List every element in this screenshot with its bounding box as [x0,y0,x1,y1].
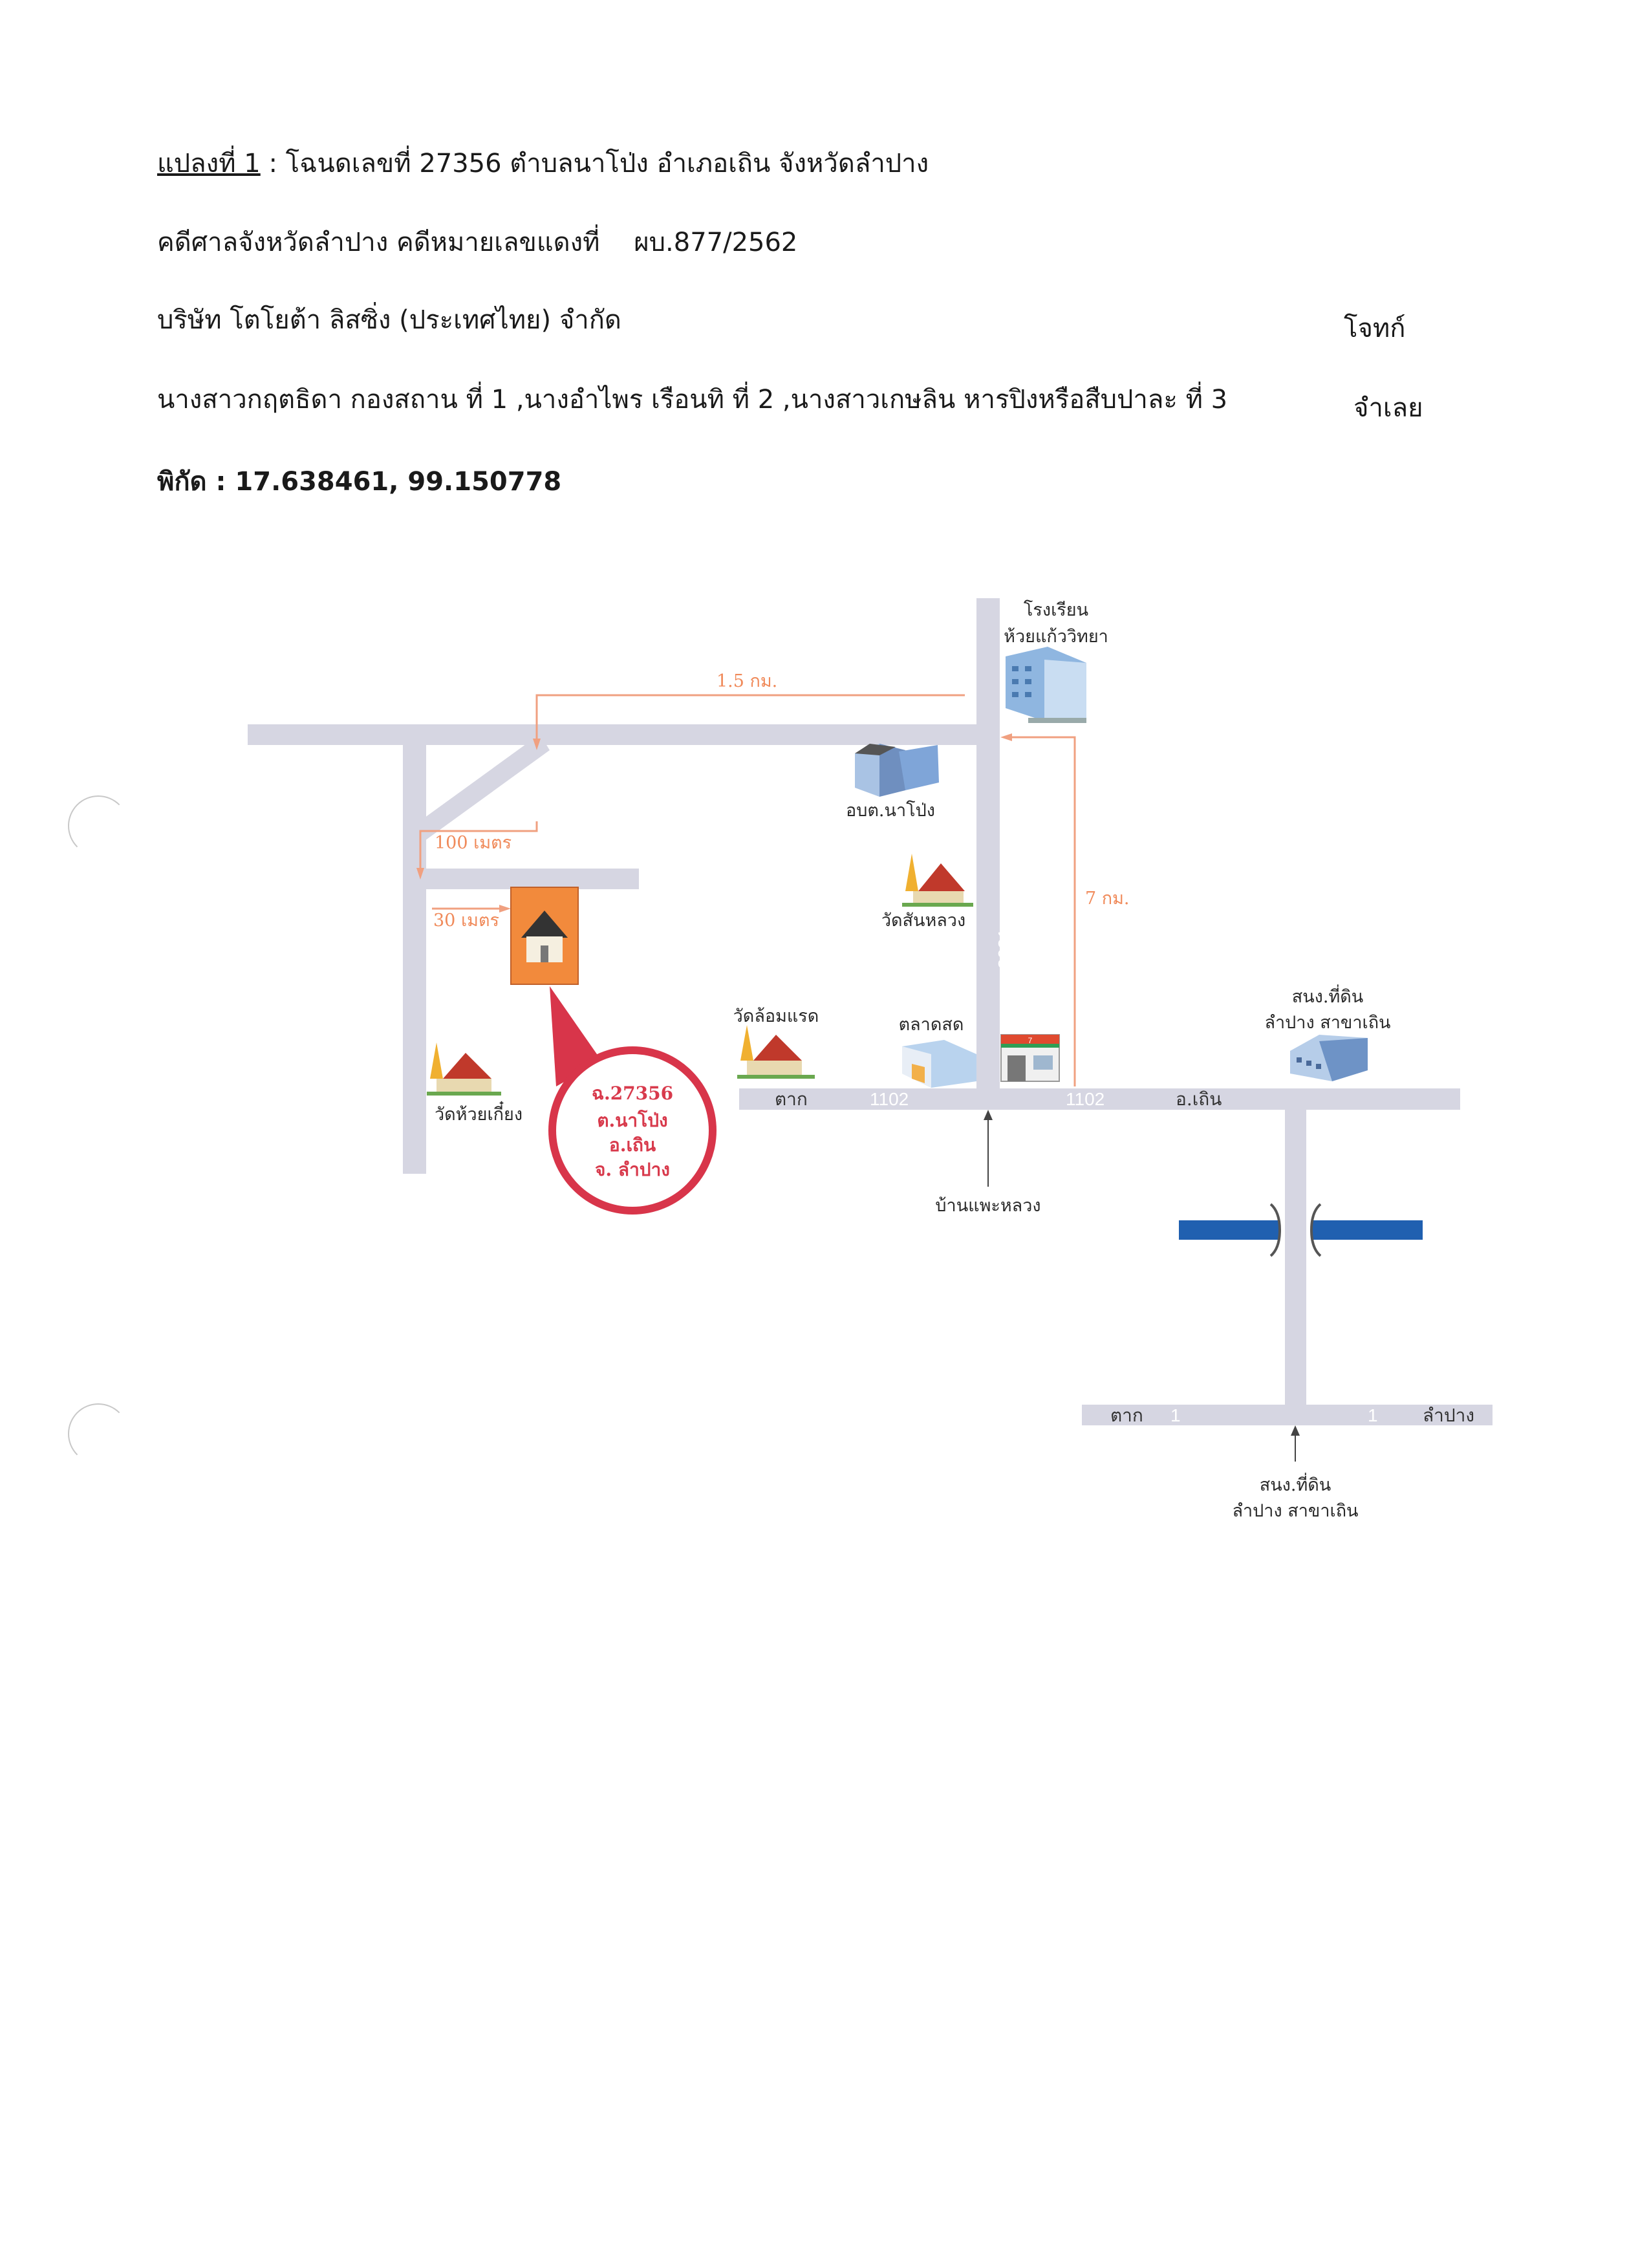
wat-lomraet-label: วัดล้อมแรด [733,1006,819,1026]
road-tak2-label: ตาก [1110,1405,1143,1426]
road-1102-label-b: 1102 [1066,1089,1105,1109]
land-office-building-icon [1290,1035,1368,1081]
top-road [248,724,988,745]
land-office-label-2: ลำปาง สาขาเถิน [1264,1013,1390,1033]
ban-phaeluang-label: บ้านแพะหลวง [935,1196,1040,1216]
temple-icon [902,854,973,907]
court-text: คดีศาลจังหวัดลำปาง คดีหมายเลขแดงที่ [157,228,600,257]
plot-house-icon [510,887,579,985]
svg-text:7: 7 [1028,1036,1033,1045]
scan-mark [68,795,129,856]
pointer-arrows [984,1110,1300,1462]
road-tak-label: ตาก [775,1088,808,1110]
case-number: ผบ.877/2562 [634,228,798,257]
route-lines [419,694,1076,1086]
o-thoen-label: อ.เถิน [1176,1088,1222,1110]
road-1102-label-a: 1102 [870,1089,909,1109]
road-1102 [739,1088,1460,1110]
road-1-label-a: 1 [1170,1405,1181,1425]
callout-deed: ฉ.27356 [592,1083,673,1104]
road-1 [1082,1405,1493,1425]
defendant-role: จำเลย [1353,393,1423,423]
route-100m [419,821,538,874]
dist-1-5km: 1.5 กม. [717,671,777,691]
road-3021 [976,598,1000,1090]
office-building-icon [855,744,939,797]
side-road [403,869,639,889]
coordinates: พิกัด : 17.638461, 99.150778 [157,467,562,497]
plot-callout [548,986,717,1215]
plot-title: : โฉนดเลขที่ 27356 ตำบลนาโป่ง อำเภอเถิน … [260,149,929,178]
road-3021-label: 3021 [995,929,1015,969]
land-office-label-1: สนง.ที่ดิน [1292,984,1364,1007]
wat-huaykiang-label: วัดห้วยเกี๋ยง [435,1101,523,1125]
plot-label: แปลงที่ 1 [157,149,261,178]
callout-district: อ.เถิน [609,1134,656,1156]
dist-100m: 100 เมตร [435,833,512,853]
store-icon: 7 [1000,1034,1060,1082]
temple-icon [737,1025,815,1079]
sao-label: อบต.นาโป่ง [846,801,935,821]
roads [248,598,1493,1425]
school-building-icon [1006,647,1086,723]
scan-mark [68,1403,129,1464]
wat-sanluang-label: วัดสันหลวง [881,911,965,931]
bridge [1179,1203,1423,1257]
plaintiff-line: บริษัท โตโยต้า ลิสซิ่ง (ประเทศไทย) จำกัด [157,305,621,335]
lampang-label: ลำปาง [1423,1405,1474,1426]
school-label-1: โรงเรียน [1024,600,1088,620]
diagonal-road [411,734,550,844]
school-label-2: ห้วยแก้ววิทยา [1004,627,1108,647]
left-road [403,724,426,1174]
connector-road [1285,1109,1306,1416]
defendants-line: นางสาวกฤตธิดา กองสถาน ที่ 1 ,นางอำไพร เร… [157,385,1228,415]
land-office-bottom-label-2: ลำปาง สาขาเถิน [1232,1501,1358,1521]
market-icon [902,1040,976,1088]
callout-subdistrict: ต.นาโป่ง [597,1109,667,1131]
temple-icon [427,1042,501,1096]
court-line: คดีศาลจังหวัดลำปาง คดีหมายเลขแดงที่ ผบ.8… [157,230,797,255]
route-1-5km [535,694,965,744]
market-label: ตลาดสด [899,1015,964,1035]
road-1-label-b: 1 [1368,1405,1378,1425]
plot-heading: แปลงที่ 1 : โฉนดเลขที่ 27356 ตำบลนาโป่ง … [157,151,929,177]
dist-30m: 30 เมตร [433,911,499,931]
route-arrows [416,733,1012,913]
route-7km [1006,736,1076,1086]
plaintiff-role: โจทก์ [1344,314,1406,343]
callout-province: จ. ลำปาง [595,1159,670,1180]
dist-7km: 7 กม. [1085,889,1130,909]
land-office-bottom-label-1: สนง.ที่ดิน [1260,1473,1331,1495]
